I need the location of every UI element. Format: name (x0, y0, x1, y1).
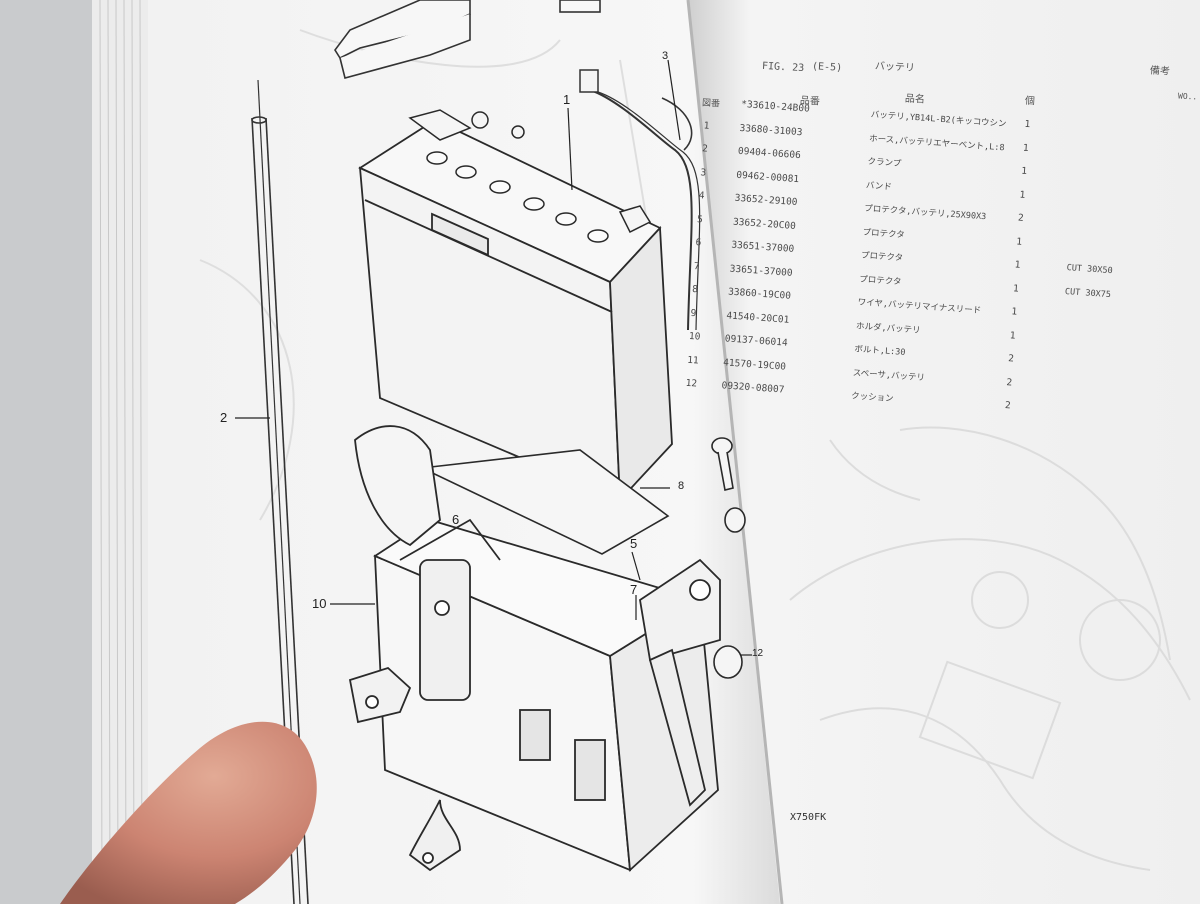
callout-10: 10 (312, 596, 327, 611)
callout-5: 5 (630, 536, 638, 551)
holder-bolt (711, 437, 746, 679)
book-gutter (686, 0, 784, 904)
callout-12: 12 (752, 648, 764, 659)
callout-2: 2 (220, 410, 228, 425)
table-surface (0, 0, 95, 904)
finger (60, 721, 317, 904)
leader-lines (235, 59, 752, 656)
callout-1: 1 (563, 92, 571, 107)
page-edge-stack (92, 0, 152, 904)
battery-terminals (408, 109, 652, 234)
vent-hose (589, 89, 693, 331)
callout-8: 8 (678, 480, 685, 492)
model-code: X750FK (790, 812, 827, 823)
hose-band (661, 97, 693, 151)
hose-clip (579, 69, 599, 93)
battery-caps (426, 151, 609, 243)
protector-pad (419, 449, 670, 555)
bleed-through-right (789, 426, 1191, 871)
battery-holder (348, 425, 721, 872)
callout-3: 3 (662, 50, 669, 62)
right-page (688, 0, 1200, 904)
strap (334, 0, 601, 79)
callout-7: 7 (630, 582, 638, 597)
callout-6: 6 (452, 512, 460, 527)
